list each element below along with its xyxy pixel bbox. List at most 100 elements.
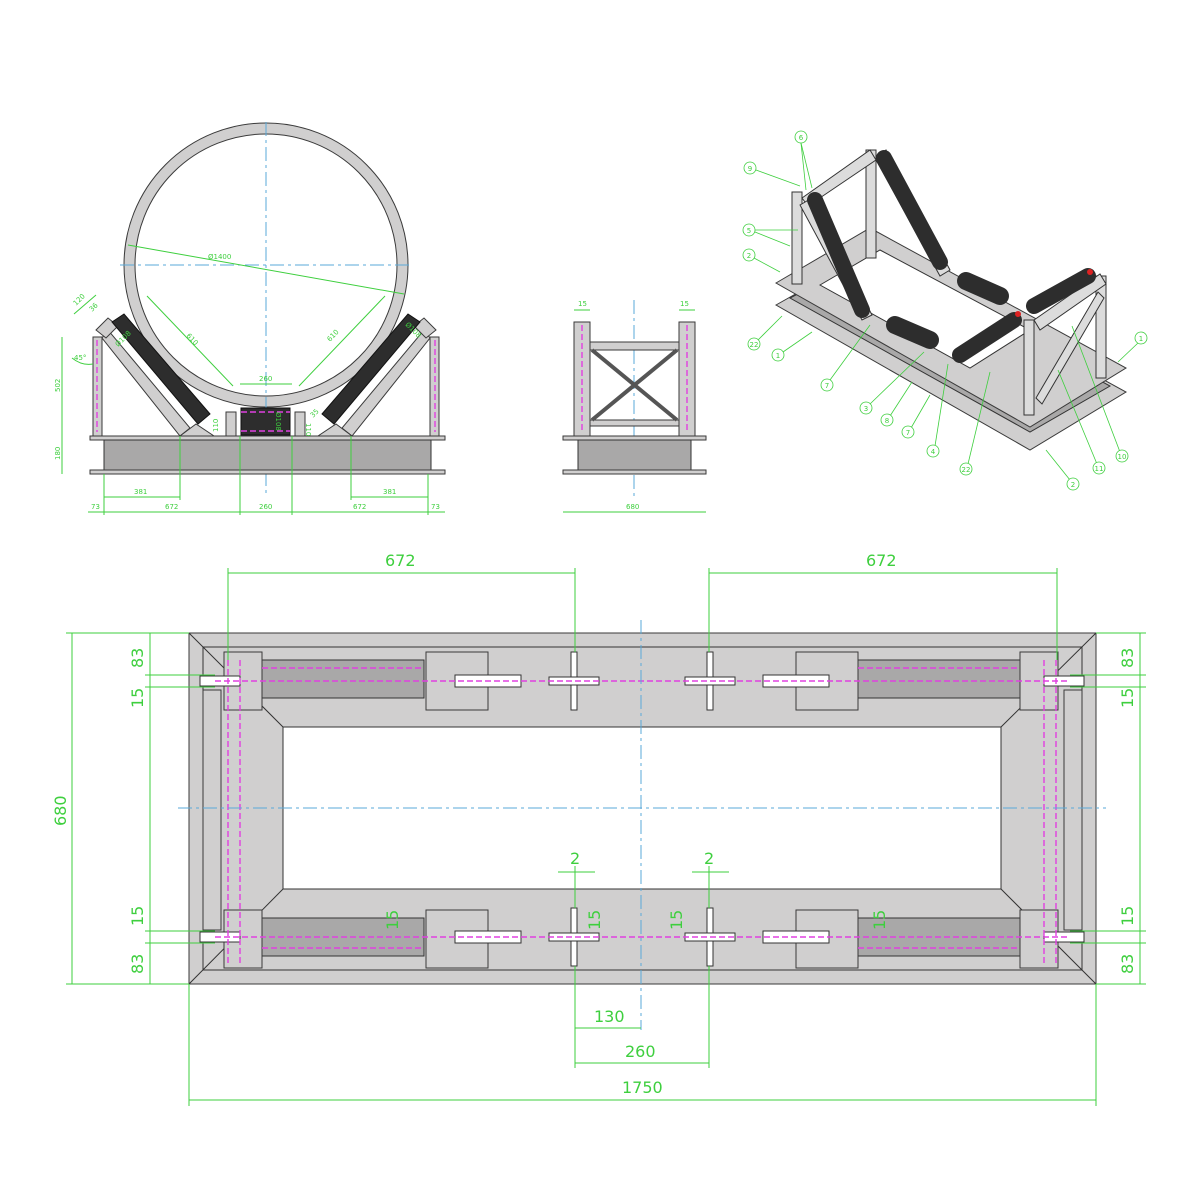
extension-lines [103,436,429,515]
dim-bottom-3: 672 [353,503,366,511]
iso-roller-end [1015,311,1021,317]
plan-side-beams [202,660,1083,965]
dim-bottom-2: 260 [259,503,272,511]
dim-line [146,295,234,387]
dim-plan-left-2: 15 [128,906,147,926]
right-roller [321,313,421,425]
dim-bottom-4: 73 [431,503,440,511]
balloon: 6 [794,130,808,144]
dim-plan-130: 130 [594,1007,625,1026]
dim-plan-gap-left: 2 [570,849,580,868]
dim-plan-left-1: 15 [128,688,147,708]
svg-text:1: 1 [1139,335,1143,343]
plan-dim-lines [66,568,1146,1106]
side-bottom-beam [589,419,680,427]
dim-bottom-1: 672 [165,503,178,511]
base-web [103,439,432,471]
svg-text:22: 22 [962,466,971,474]
center-post-right [294,411,306,437]
dim-height: 502 [54,379,62,392]
svg-text:7: 7 [906,429,910,437]
isometric-view: 6 9 5 2 22 1 7 3 8 7 4 22 2 11 10 1 [742,130,1148,491]
dim-wing-offset: 35 [309,407,321,419]
svg-text:8: 8 [885,417,889,425]
balloon: 1 [1134,331,1148,345]
dim-post-right: 110 [304,423,312,436]
dim-plan-right-1: 15 [1118,688,1137,708]
dim-side-width: 680 [626,503,639,511]
side-base-web [577,439,692,471]
right-gusset [316,423,354,437]
balloon: 5 [742,223,756,237]
dim-plan-length: 1750 [622,1078,663,1097]
svg-text:10: 10 [1118,453,1127,461]
svg-text:1: 1 [776,352,780,360]
plan-view: 672 672 680 83 15 15 83 83 15 15 83 2 2 … [51,551,1146,1106]
dim-plan-right-2: 15 [1118,906,1137,926]
base-bottom-flange [89,469,446,475]
diameter-line [127,244,405,295]
iso-roller-2 [876,150,948,270]
dim-offset-left: 381 [134,488,147,496]
side-brace-2 [590,348,679,422]
dim-plan-inner-3: 15 [870,910,889,930]
svg-text:3: 3 [864,405,868,413]
iso-roller-end [1087,269,1093,275]
dim-plan-left-3: 83 [128,954,147,974]
side-view: 15 15 680 [562,300,707,513]
balloon: 1 [771,348,785,362]
balloon: 7 [820,378,834,392]
dim-plan-top-right: 672 [866,551,897,570]
dim-side-top-left: 15 [578,300,587,308]
dim-plan-left-0: 83 [128,648,147,668]
side-base-top [562,435,707,441]
svg-text:6: 6 [799,134,804,142]
svg-text:22: 22 [750,341,759,349]
iso-roller-4 [957,272,1009,305]
iso-roller-5 [952,312,1022,363]
svg-text:2: 2 [1071,481,1075,489]
balloon: 9 [743,161,757,175]
left-roller [111,313,211,425]
balloon: 22 [747,337,761,351]
balloon: 2 [742,248,756,262]
dim-plan-inner-2: 15 [667,910,686,930]
dim-center-gap: 260 [259,375,272,383]
balloon: 11 [1092,461,1106,475]
dim-bracket-offset: 36 [88,301,100,313]
svg-text:11: 11 [1095,465,1104,473]
dim-side-top-right: 15 [680,300,689,308]
center-post-left [225,411,237,437]
dim-plan-right-0: 83 [1118,648,1137,668]
svg-text:9: 9 [748,165,752,173]
dim-bottom-0: 73 [91,503,100,511]
dim-angle: 45° [74,354,86,362]
dim-offset-right: 381 [383,488,396,496]
dim-plan-inner-0: 15 [383,910,402,930]
dim-plan-inner-1: 15 [585,910,604,930]
dim-plan-gap-right: 2 [704,849,714,868]
dim-post-left: 110 [212,419,220,432]
side-top-beam [589,341,680,351]
angle-arc [71,357,94,365]
iso-roller-1 [807,192,870,318]
front-view: Ø1400 502 180 120 36 45° 610 610 260 Ø10… [54,122,446,515]
dim-plan-right-3: 83 [1118,954,1137,974]
balloon: 10 [1115,449,1129,463]
balloon: 4 [926,444,940,458]
plan-roller-row-bottom [199,907,1085,969]
dim-line [298,295,386,387]
dim-plan-260: 260 [625,1042,656,1061]
svg-text:5: 5 [747,227,751,235]
side-base-bottom [562,469,707,475]
balloon: 22 [959,462,973,476]
dim-base-height: 180 [54,447,62,460]
pipe-diameter: Ø1400 [208,253,231,261]
iso-roller-6 [1026,268,1096,314]
dim-line [73,294,97,315]
left-gusset [178,423,216,437]
iso-roller-3 [886,316,939,349]
plan-roller-row-top [199,651,1085,711]
svg-text:2: 2 [747,252,751,260]
